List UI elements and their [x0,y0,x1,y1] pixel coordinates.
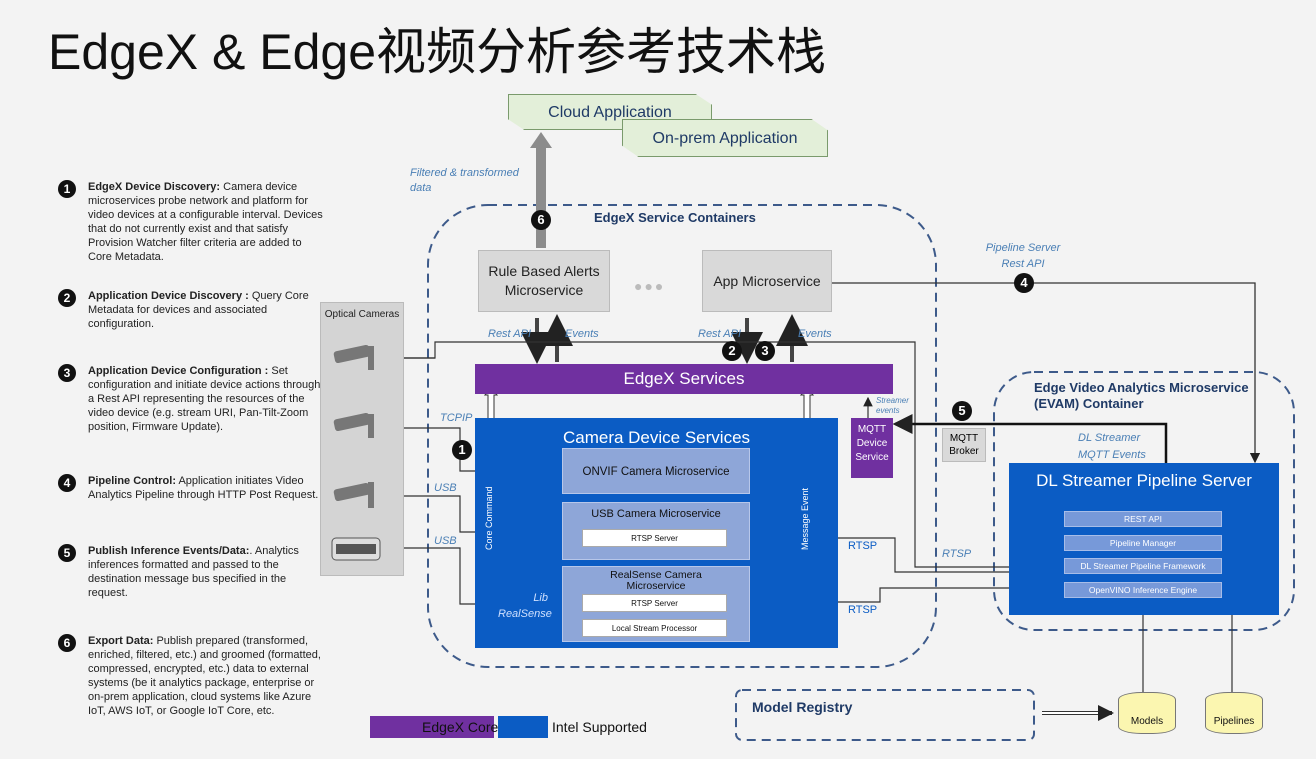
rtsp-label: RTSP [942,548,972,560]
step-heading: Pipeline Control: [88,475,176,487]
rule-alerts-box: Rule Based Alerts Microservice [478,250,610,312]
legend-intel-label: Intel Supported [552,719,647,735]
step-number: 1 [58,180,76,198]
step-text: Publish prepared (transformed, enriched,… [88,635,321,717]
export-arrow [530,132,552,248]
edgex-containers-title: EdgeX Service Containers [594,210,756,225]
step-3: 3 Application Device Configuration : Set… [58,364,326,434]
dl-events-label: DL Streamer MQTT Events [1078,432,1146,461]
legend-core-swatch [370,716,494,738]
usb-label: USB [434,535,457,547]
edgex-container-border [427,204,937,668]
pipeline-rest-label: Pipeline Server Rest API [985,242,1061,270]
optical-cameras-label: Optical Cameras [324,309,400,320]
evam-openvino: OpenVINO Inference Engine [1064,582,1222,598]
step-text: Application initiates Video Analytics Pi… [88,475,319,501]
streamer-events-label: Streamer events [876,396,909,415]
usb-camera-label: USB Camera Microservice [591,508,721,520]
local-stream-box: Local Stream Processor [582,619,727,637]
usb-label: USB [434,482,457,494]
camera-icon [331,537,381,561]
step-6: 6 Export Data: Publish prepared (transfo… [58,634,326,718]
step-number: 3 [58,364,76,382]
camera-device-services-title: Camera Device Services [562,428,751,447]
lib-realsense-label: Lib RealSense [498,592,552,620]
step-4: 4 Pipeline Control: Application initiate… [58,474,326,502]
camera-icon [333,482,374,508]
step-text: . Analytics inferences formatted and pas… [88,545,299,599]
step-number: 5 [58,544,76,562]
pipelines-storage: Pipelines [1205,692,1263,734]
camera-icons [331,344,381,561]
tcpip-label: TCPIP [440,412,473,424]
marker-3: 3 [755,341,775,361]
rest-api-label: Rest API [488,328,531,340]
step-number: 2 [58,289,76,307]
marker-5: 5 [952,401,972,421]
rtsp-server-box: RTSP Server [582,594,727,612]
marker-2: 2 [722,341,742,361]
rtsp-server-box: RTSP Server [582,529,727,547]
rest-api-label: Rest API [698,328,741,340]
step-number: 6 [58,634,76,652]
camera-icon [333,412,374,438]
step-heading: Publish Inference Events/Data: [88,545,250,557]
step-text: Camera device microservices probe networ… [88,181,323,263]
step-1: 1 EdgeX Device Discovery: Camera device … [58,180,326,264]
onvif-box: ONVIF Camera Microservice [562,448,750,494]
models-storage: Models [1118,692,1176,734]
marker-6: 6 [531,210,551,230]
model-registry-label: Model Registry [752,699,853,715]
model-registry-border [735,689,1035,741]
dl-streamer-server-title: DL Streamer Pipeline Server [1036,471,1252,490]
mqtt-broker: MQTT Broker [942,428,986,462]
core-command-label: Core Command [484,486,494,550]
events-label: Events [798,328,832,340]
onprem-application: On-prem Application [622,119,828,157]
evam-pipeline-framework: DL Streamer Pipeline Framework [1064,558,1222,574]
marker-4: 4 [1014,273,1034,293]
step-text: Query Core Metadata for devices and asso… [88,290,309,330]
evam-rest-api: REST API [1064,511,1222,527]
evam-container-border [993,371,1295,631]
marker-1: 1 [452,440,472,460]
camera-icon [333,344,374,370]
events-label: Events [565,328,599,340]
step-number: 4 [58,474,76,492]
page-title: EdgeX & Edge视频分析参考技术栈 [48,24,827,80]
step-2: 2 Application Device Discovery : Query C… [58,289,326,331]
message-event-label: Message Event [800,487,810,550]
legend-intel-swatch [498,716,548,738]
step-heading: Application Device Configuration : [88,365,269,377]
filtered-data-label: Filtered & transformed data [410,167,519,194]
step-heading: EdgeX Device Discovery: [88,181,221,193]
ellipsis-icon: ●●● [634,278,666,294]
legend-core-label: EdgeX Core [422,719,499,735]
realsense-label: RealSense Camera Microservice [610,569,702,592]
edgex-services-bar: EdgeX Services [475,364,893,394]
step-text: Set configuration and initiate device ac… [88,365,321,433]
step-heading: Export Data: [88,635,154,647]
step-5: 5 Publish Inference Events/Data:. Analyt… [58,544,326,600]
step-heading: Application Device Discovery : [88,290,249,302]
rtsp-label: RTSP [848,540,878,552]
rtsp-label: RTSP [848,604,878,616]
app-microservice-box: App Microservice [702,250,832,312]
evam-title: Edge Video Analytics Microservice (EVAM)… [1034,380,1249,411]
mqtt-device-service: MQTT Device Service [851,418,893,478]
evam-pipeline-manager: Pipeline Manager [1064,535,1222,551]
